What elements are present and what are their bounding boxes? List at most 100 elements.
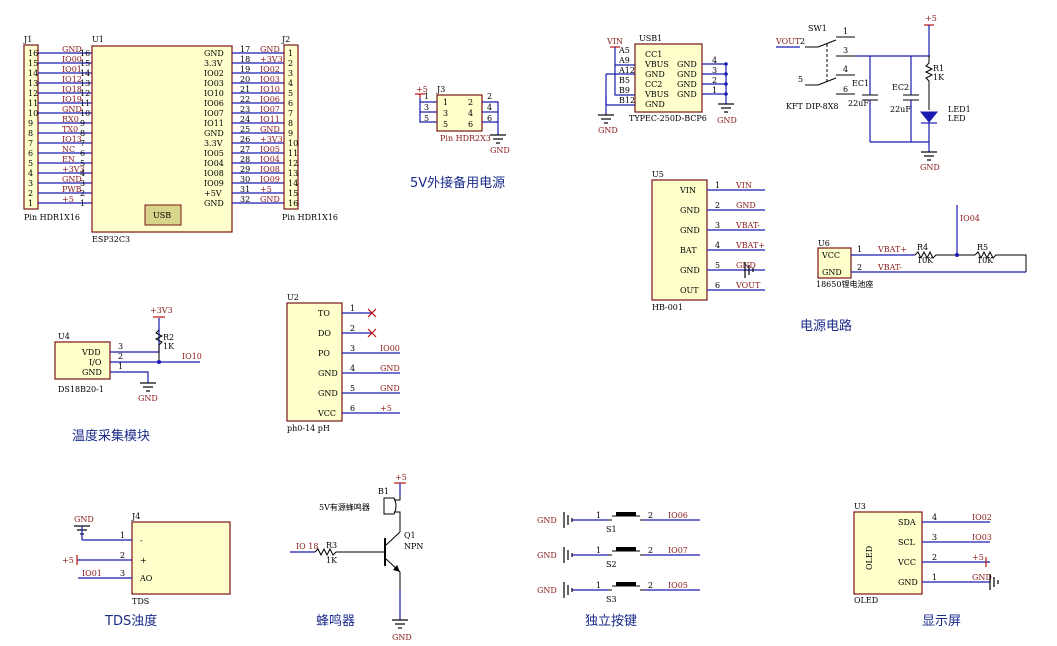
u3-net-label: +5: [972, 553, 984, 562]
j1-net-label: PWB: [62, 185, 82, 194]
svg-text:2: 2: [118, 352, 123, 361]
u1-right-pin-label: IO09: [204, 179, 224, 188]
svg-text:Q1: Q1: [404, 531, 416, 540]
u1-name: ESP32C3: [92, 235, 130, 244]
usb-pin-label: GND: [645, 100, 665, 109]
sw1-dip-switch[interactable]: SW1 VOUT 2 1 3 4 5 6 KFT DIP-8X8: [775, 24, 930, 111]
u4-ds18b20-sensor[interactable]: U4 VDD I/O GND DS18B20-1 3 2 1 +3V3 R2 1…: [54, 306, 202, 403]
ground-icon: [392, 619, 408, 629]
u2-pin-label: GND: [318, 389, 338, 398]
svg-text:VCC: VCC: [821, 251, 840, 260]
usb-pin-label: VBUS: [644, 90, 669, 99]
j1-pin-number: 6: [28, 149, 33, 158]
j2-pin-number: 14: [288, 179, 298, 188]
u5-net-label: VOUT: [735, 281, 761, 290]
svg-text:HB-001: HB-001: [652, 303, 683, 312]
u1-right-pin-number: 21: [240, 85, 250, 94]
u5-pin-number: 2: [715, 201, 720, 210]
j4-gnd-label: GND: [74, 515, 94, 524]
j1-pin-number: 8: [28, 129, 33, 138]
u1-right-pin-label: GND: [204, 129, 224, 138]
j2-pin-number: 8: [288, 119, 293, 128]
u5-pin-number: 3: [715, 221, 720, 230]
svg-text:R1: R1: [933, 64, 944, 73]
j4-vcc-label: +5: [62, 556, 74, 565]
svg-text:5: 5: [443, 120, 448, 129]
svg-text:USB1: USB1: [639, 34, 662, 43]
j2-pin-number: 11: [288, 149, 298, 158]
key-net-label: IO07: [668, 546, 688, 555]
u5-pin-label: GND: [680, 206, 700, 215]
key-gnd-label: GND: [537, 516, 557, 525]
u2-pin-number: 4: [350, 364, 355, 373]
svg-text:GND: GND: [598, 126, 618, 135]
u1-right-pin-number: 24: [240, 115, 250, 124]
u1-left-pin-number: 8: [80, 129, 85, 138]
j1-pin-number: 5: [28, 159, 33, 168]
u5-pin-label: GND: [680, 226, 700, 235]
key-pin1: 1: [596, 546, 601, 555]
j3-backup-power[interactable]: +5 J3 1 2 3 4 5 6 1 2 3 4 5 6 Pin HDR2X3…: [415, 85, 510, 155]
j1-ref: J1: [23, 35, 32, 44]
buzzer-circuit[interactable]: +5 B1 5V有源蜂鸣器 Q1 NPN IO 18 R3 1K GND: [290, 473, 423, 642]
j1-net-label: +3V3: [62, 165, 85, 174]
u2-pin-label: DO: [318, 329, 331, 338]
u2-net-label: GND: [380, 384, 400, 393]
u1-left-pin-number: 4: [80, 169, 85, 178]
u1-right-pin-number: 31: [240, 185, 250, 194]
u2-pin-label: TO: [318, 309, 330, 318]
usb1-name: TYPEC-250D-BCP6: [629, 114, 707, 123]
j3-name: Pin HDR2X3: [440, 134, 491, 143]
u3-name: OLED: [854, 596, 878, 605]
j2-pin-number: 5: [288, 89, 293, 98]
u1-right-pin-number: 27: [240, 145, 250, 154]
u5-pin-label: BAT: [680, 246, 697, 255]
svg-text:22uF: 22uF: [848, 99, 869, 108]
j2-pin-number: 1: [288, 49, 293, 58]
j1-net-label: IO00: [62, 55, 82, 64]
j1-pin-number: 4: [28, 169, 33, 178]
j1-pin-number: 14: [28, 69, 38, 78]
j2-pin-number: 4: [288, 79, 293, 88]
u6-battery-holder[interactable]: U6 VCC GND 18650锂电池座 1 2 VBAT+ VBAT- R4 …: [816, 205, 1027, 289]
u4-body: [54, 341, 111, 380]
svg-text:IO04: IO04: [960, 214, 980, 223]
svg-text:VIN: VIN: [606, 37, 623, 46]
key-gnd-label: GND: [537, 551, 557, 560]
j1-net-label: NC: [62, 145, 75, 154]
usb-label: USB: [153, 211, 171, 220]
title-display: 显示屏: [922, 614, 961, 629]
j2-net-label: IO06: [260, 95, 280, 104]
j1-net-label: IO19: [62, 95, 82, 104]
u1-right-pin-number: 17: [240, 45, 250, 54]
j2-pin-number: 12: [288, 159, 298, 168]
u5-pin-number: 4: [715, 241, 720, 250]
usb-pin-number: B9: [619, 86, 630, 95]
u1-left-pin-number: 11: [80, 99, 90, 108]
u1-right-pin-label: 3.3V: [204, 139, 223, 148]
svg-text:4: 4: [468, 109, 473, 118]
esp32c3-module[interactable]: J1 Pin HDR1X16 16GND16GND15IO0015IO0014I…: [23, 35, 338, 244]
key-gnd-label: GND: [537, 586, 557, 595]
title-buzzer: 蜂鸣器: [316, 613, 355, 629]
u1-right-pin-label: IO05: [204, 149, 224, 158]
svg-text:1: 1: [443, 98, 448, 107]
u1-left-pin-number: 13: [80, 79, 90, 88]
u1-body: [91, 45, 233, 233]
u2-net-label: IO00: [380, 344, 400, 353]
j1-pin-number: 12: [28, 89, 38, 98]
ground-icon: [921, 151, 937, 161]
svg-text:2: 2: [487, 92, 492, 101]
buzzer-icon: [383, 497, 397, 515]
svg-text:IO10: IO10: [182, 352, 202, 361]
